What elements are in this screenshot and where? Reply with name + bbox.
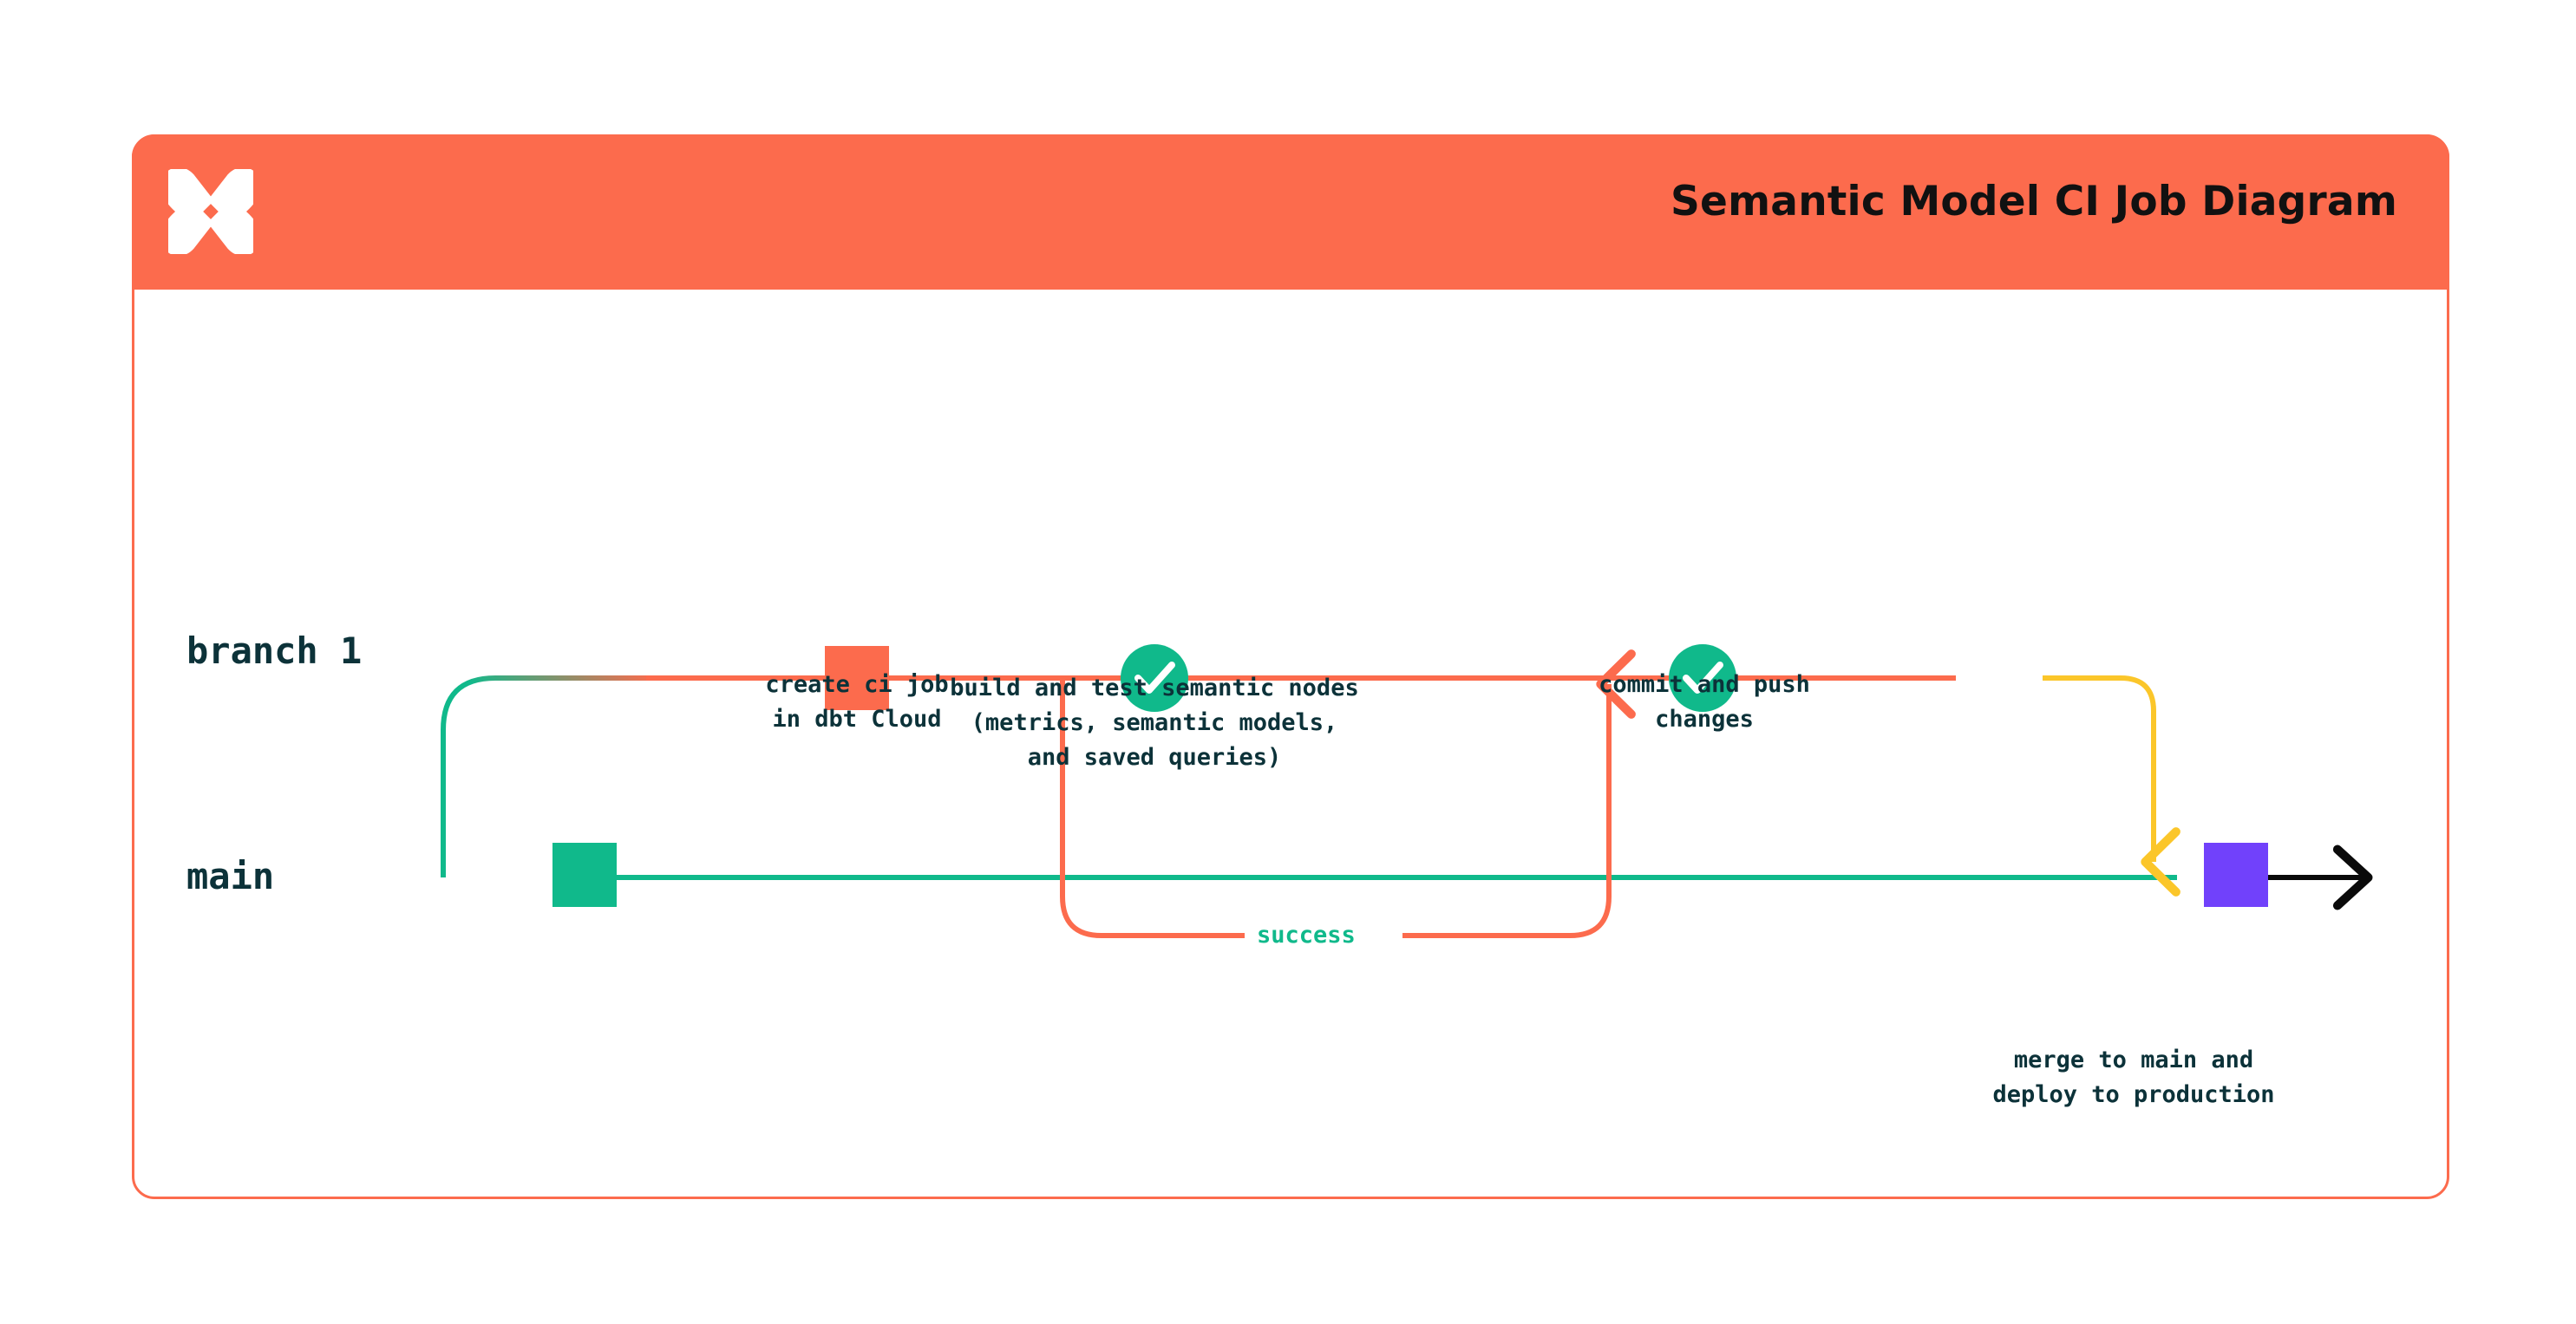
- branch-1-fork-line: [441, 675, 655, 877]
- lane-label-branch-1: branch 1: [186, 629, 363, 672]
- page-title: Semantic Model CI Job Diagram: [1670, 178, 2397, 225]
- success-loop-left: [1060, 681, 1288, 938]
- node-label-merge-to-main: merge to main and deploy to production: [1992, 1047, 2275, 1108]
- diagram-header: Semantic Model CI Job Diagram: [132, 134, 2449, 290]
- lane-label-main: main: [186, 855, 275, 897]
- dbt-logo-icon: [168, 169, 253, 254]
- merge-down-edge: [2043, 675, 2180, 897]
- node-label-commit-and-push: commit and push changes: [1599, 671, 1810, 733]
- node-main-start[interactable]: [552, 843, 617, 907]
- node-commit-and-push[interactable]: [1669, 644, 1736, 712]
- check-icon: [1134, 662, 1175, 694]
- success-loop-right: [1402, 792, 1612, 938]
- check-icon: [1683, 662, 1723, 694]
- edge-label-success: success: [1245, 922, 1368, 949]
- diagram-card: Semantic Model CI Job Diagram: [132, 134, 2449, 1199]
- node-build-and-test[interactable]: [1121, 644, 1188, 712]
- node-merge-to-main[interactable]: [2204, 843, 2268, 907]
- node-create-ci-job[interactable]: [825, 646, 889, 710]
- diagram-canvas: [441, 644, 2373, 938]
- node-label-build-and-test: build and test semantic nodes (metrics, …: [950, 675, 1359, 771]
- node-label-create-ci-job: create ci job in dbt Cloud: [765, 671, 949, 733]
